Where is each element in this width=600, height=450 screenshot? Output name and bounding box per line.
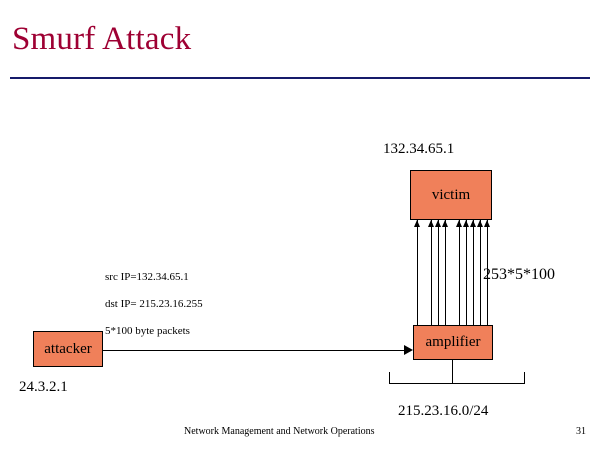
victim-node[interactable]: victim [410, 170, 492, 220]
reply-arrow [414, 220, 420, 325]
amplification-factor-label: 253*5*100 [483, 266, 555, 283]
attacker-ip-label: 24.3.2.1 [19, 379, 68, 395]
amplifier-bus-drop-line [452, 360, 453, 383]
subnet-bus-left-terminator [389, 372, 390, 384]
attacker-node-label: attacker [44, 340, 92, 357]
page-number: 31 [576, 426, 586, 437]
page-title: Smurf Attack [12, 21, 192, 57]
victim-node-label: victim [431, 186, 471, 203]
subnet-label: 215.23.16.0/24 [398, 403, 489, 419]
reply-arrow [463, 220, 469, 325]
reply-arrow [456, 220, 462, 325]
reply-arrow [442, 220, 448, 325]
amplifier-node[interactable]: amplifier [413, 325, 493, 360]
attack-arrow-line [103, 350, 406, 351]
packet-src-ip-label: src IP=132.34.65.1 [105, 271, 189, 283]
subnet-bus-line [389, 383, 525, 384]
reply-arrow [484, 220, 490, 325]
reply-arrow [477, 220, 483, 325]
packet-size-label: 5*100 byte packets [105, 325, 190, 337]
subnet-bus-right-terminator [524, 372, 525, 384]
victim-ip-label: 132.34.65.1 [383, 141, 455, 157]
reply-arrows-group [410, 220, 505, 325]
title-divider [10, 77, 590, 79]
reply-arrow [435, 220, 441, 325]
attacker-node[interactable]: attacker [33, 331, 103, 367]
amplifier-node-label: amplifier [425, 334, 481, 350]
reply-arrow [470, 220, 476, 325]
packet-dst-ip-label: dst IP= 215.23.16.255 [105, 298, 203, 310]
attack-arrow-head-icon [404, 345, 413, 355]
footer-text: Network Management and Network Operation… [184, 426, 375, 437]
reply-arrow [428, 220, 434, 325]
